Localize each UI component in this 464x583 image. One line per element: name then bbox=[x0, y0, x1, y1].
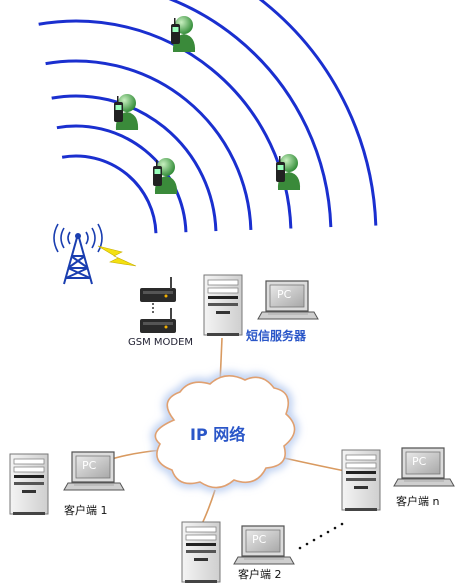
client-2-tower-icon bbox=[181, 521, 221, 583]
sms-server-tower-icon bbox=[203, 274, 243, 337]
radio-wave-arc bbox=[56, 124, 188, 233]
client-1-laptop-icon: PC bbox=[63, 451, 125, 491]
radio-wave-arc bbox=[51, 94, 218, 232]
antenna-tower-icon bbox=[53, 223, 103, 285]
modem-ellipsis bbox=[152, 303, 154, 313]
ellipsis-dot bbox=[298, 546, 302, 550]
radio-wave-arc bbox=[45, 59, 253, 230]
sms-server-laptop-icon: PC bbox=[257, 280, 319, 320]
radio-wave-arc bbox=[168, 0, 333, 228]
gsm-modem-label: GSM MODEM bbox=[128, 337, 193, 348]
ip-network-label: IP 网络 bbox=[190, 425, 245, 444]
lightning-bolt-icon bbox=[97, 245, 137, 267]
client-2-laptop-icon: PC bbox=[233, 525, 295, 565]
mobile-user-2 bbox=[114, 94, 139, 130]
client-2-label: 客户端 2 bbox=[238, 567, 282, 581]
radio-wave-arc bbox=[61, 154, 158, 234]
client-n-laptop-icon: PC bbox=[393, 447, 455, 487]
mobile-user-4 bbox=[276, 154, 301, 190]
ellipsis-dot bbox=[326, 530, 330, 534]
gsm-modem-bottom-icon bbox=[140, 308, 176, 333]
ellipsis-dot bbox=[305, 542, 309, 546]
link-cloud-client-n bbox=[283, 457, 351, 473]
mobile-user-3 bbox=[153, 158, 178, 194]
svg-text:PC: PC bbox=[252, 533, 267, 546]
ellipsis-dot bbox=[319, 534, 323, 538]
more-clients-ellipsis bbox=[298, 522, 344, 550]
client-n-label: 客户端 n bbox=[396, 494, 439, 508]
radio-waves bbox=[38, 0, 378, 234]
ellipsis-dot bbox=[333, 526, 337, 530]
client-1-label: 客户端 1 bbox=[64, 503, 108, 517]
client-1-tower-icon bbox=[9, 453, 49, 516]
client-n-tower-icon bbox=[341, 449, 381, 512]
svg-text:PC: PC bbox=[277, 288, 292, 301]
svg-text:PC: PC bbox=[412, 455, 427, 468]
radio-wave-arc bbox=[258, 0, 378, 226]
mobile-user-1 bbox=[171, 16, 196, 52]
svg-text:PC: PC bbox=[82, 459, 97, 472]
gsm-modem-top-icon bbox=[140, 277, 176, 302]
sms-server-label: 短信服务器 bbox=[246, 328, 307, 343]
ellipsis-dot bbox=[340, 522, 344, 526]
ellipsis-dot bbox=[312, 538, 316, 542]
ip-network-cloud: IP 网络 bbox=[151, 371, 299, 492]
